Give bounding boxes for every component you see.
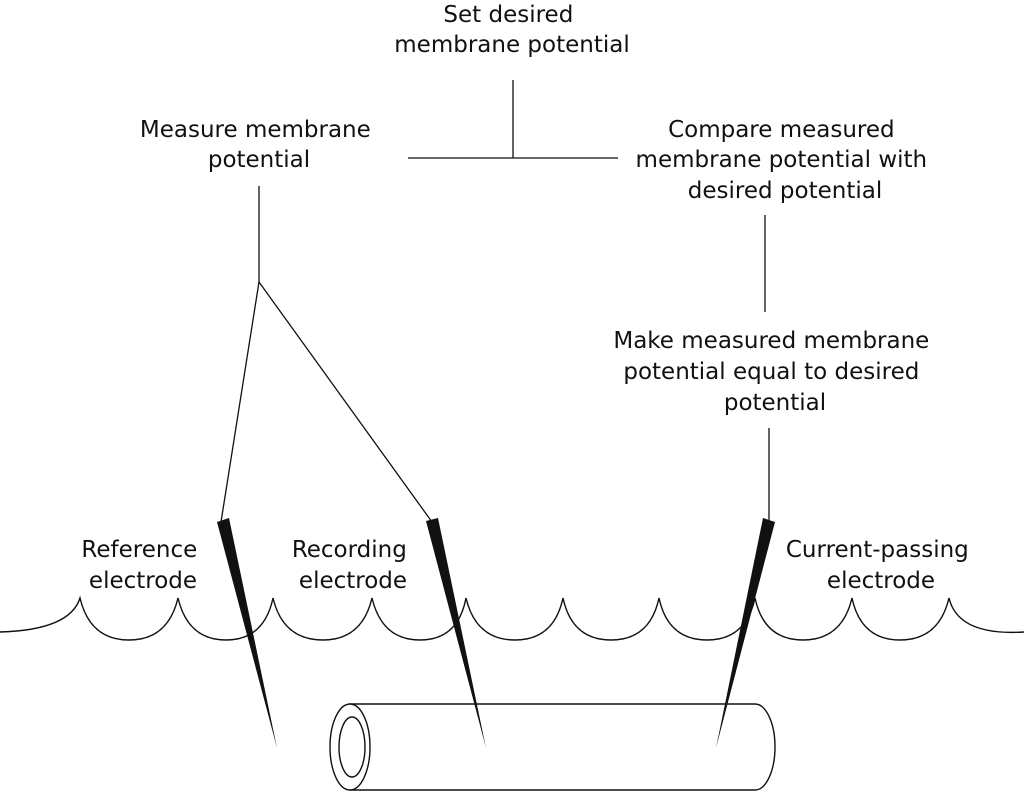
current-passing-electrode xyxy=(716,518,775,748)
set-desired-label: Set desired membrane potential xyxy=(394,2,629,58)
make-equal-label: Make measured membrane potential equal t… xyxy=(613,328,936,416)
bath-surface xyxy=(0,595,1024,641)
recording-lead-line xyxy=(258,281,433,523)
reference-lead-line xyxy=(220,281,260,523)
recording-electrode-label: Recording electrode xyxy=(292,537,414,594)
reference-electrode-label: Reference electrode xyxy=(81,537,204,594)
recording-electrode xyxy=(426,518,486,748)
current-passing-electrode-label: Current-passing electrode xyxy=(786,537,976,594)
measure-potential-label: Measure membrane potential xyxy=(140,117,378,173)
reference-electrode xyxy=(217,518,277,748)
axon-lumen xyxy=(338,716,366,778)
compare-potential-label: Compare measured membrane potential with… xyxy=(636,117,935,204)
axon-cylinder xyxy=(329,703,776,791)
axon-body xyxy=(349,703,776,791)
connector-lines xyxy=(220,80,770,523)
